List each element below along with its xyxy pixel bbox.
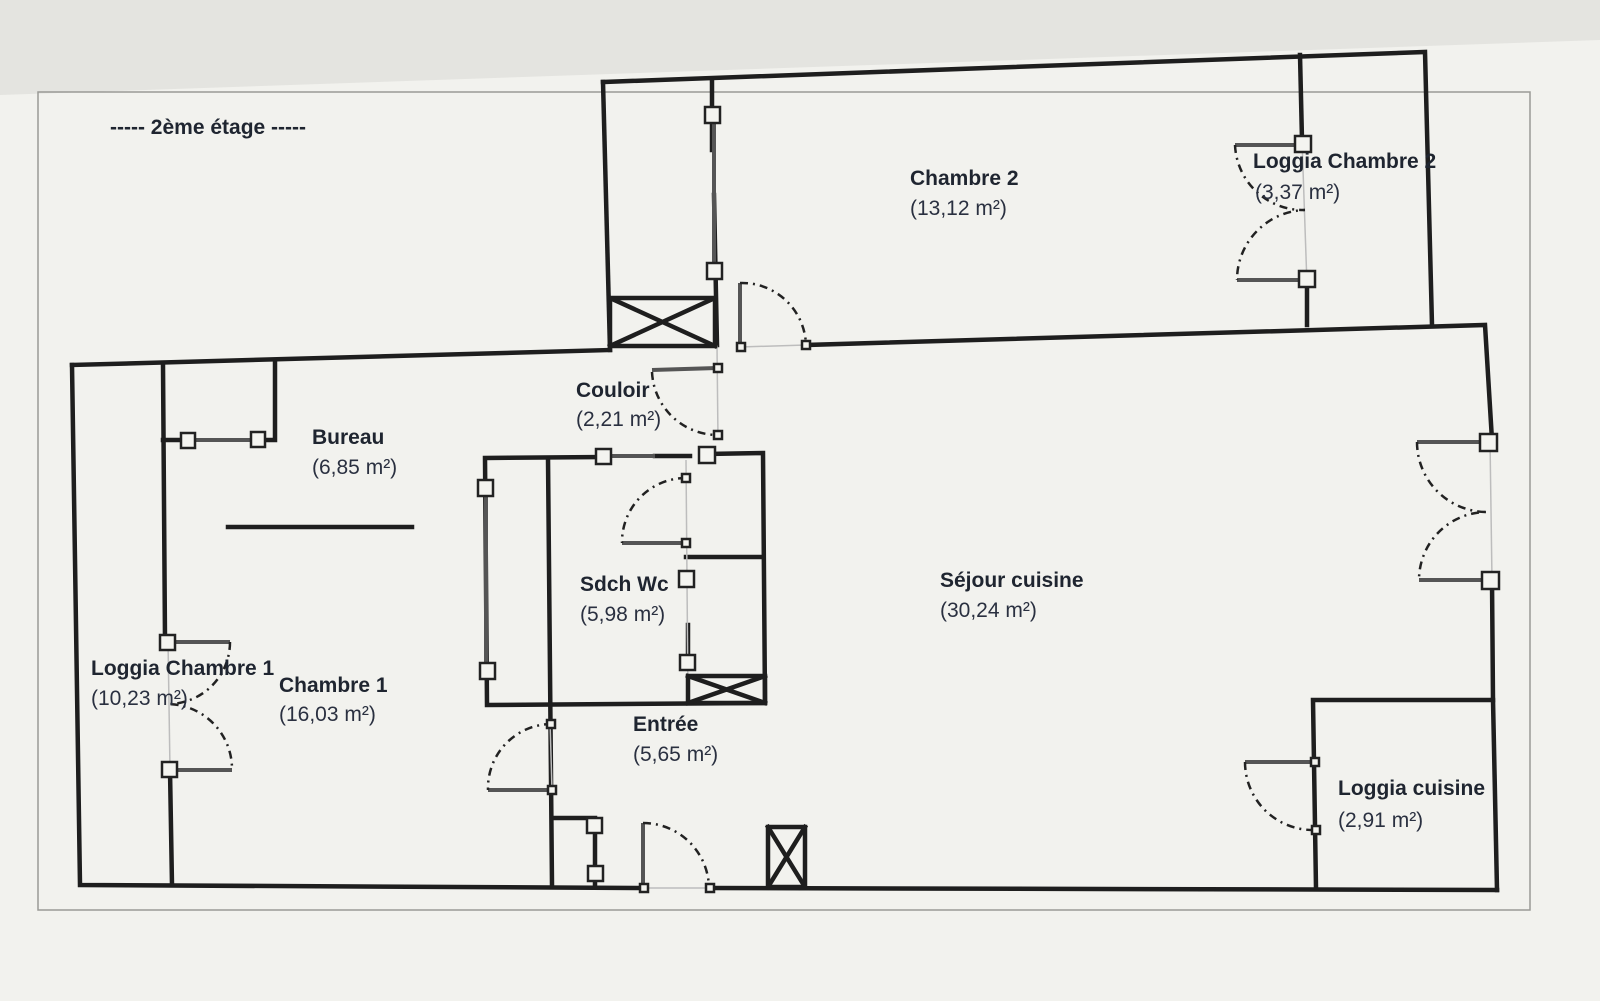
room-label-bureau: Bureau — [312, 426, 384, 449]
windows — [168, 115, 1490, 888]
wall-nodes — [158, 105, 1501, 894]
room-area-entree: (5,65 m²) — [633, 743, 718, 766]
room-label-chambre-2: Chambre 2 — [910, 167, 1019, 190]
room-area-chambre-2: (13,12 m²) — [910, 197, 1007, 220]
room-area-loggia-chambre-2: (3,37 m²) — [1255, 181, 1340, 204]
room-area-loggia-cuisine: (2,91 m²) — [1338, 809, 1423, 832]
room-area-sejour-cuisine: (30,24 m²) — [940, 599, 1037, 622]
room-area-chambre-1: (16,03 m²) — [279, 703, 376, 726]
room-area-sdch-wc: (5,98 m²) — [580, 603, 665, 626]
room-label-loggia-chambre-1: Loggia Chambre 1 — [91, 657, 275, 680]
room-label-sejour-cuisine: Séjour cuisine — [940, 569, 1084, 592]
room-area-bureau: (6,85 m²) — [312, 456, 397, 479]
room-area-loggia-chambre-1: (10,23 m²) — [91, 687, 188, 710]
paper — [0, 40, 1600, 1001]
room-label-loggia-cuisine: Loggia cuisine — [1338, 777, 1485, 800]
room-label-chambre-1: Chambre 1 — [279, 674, 388, 697]
room-label-couloir: Couloir — [576, 379, 650, 402]
floor-title: ----- 2ème étage ----- — [110, 116, 306, 139]
stair-boxes — [607, 295, 809, 891]
room-area-couloir: (2,21 m²) — [576, 408, 661, 431]
room-label-entree: Entrée — [633, 713, 698, 736]
room-label-sdch-wc: Sdch Wc — [580, 573, 669, 596]
door-swings — [167, 144, 1489, 889]
page-border — [37, 91, 1531, 911]
room-label-loggia-chambre-2: Loggia Chambre 2 — [1253, 150, 1436, 173]
